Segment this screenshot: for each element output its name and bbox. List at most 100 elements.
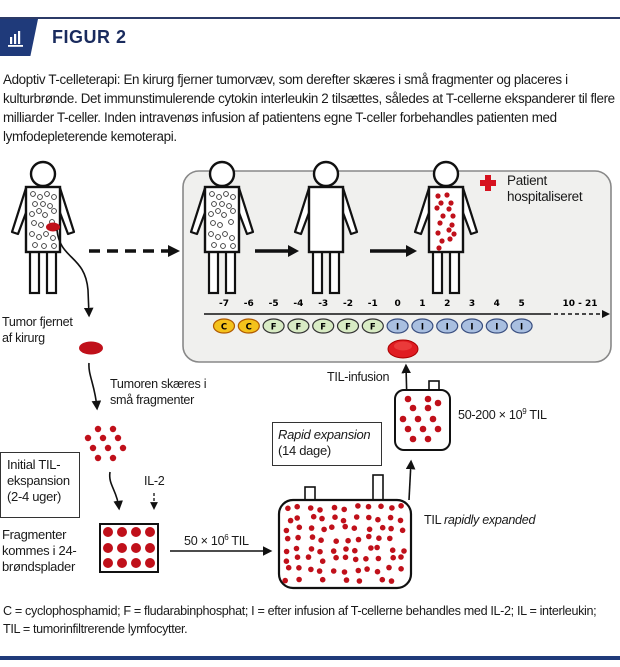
final-count-base: 50-200 × 10	[458, 408, 523, 423]
til-cell	[366, 526, 373, 533]
tumor-cut-line1: Tumoren skæres i	[110, 377, 207, 391]
til-cell	[285, 564, 292, 571]
til-cell	[398, 554, 404, 560]
dose-code: I	[495, 323, 498, 333]
til-cell	[294, 503, 301, 510]
final-count-unit: TIL	[526, 408, 547, 423]
day-label: -2	[343, 299, 353, 309]
dose-pill-f: F	[336, 318, 360, 334]
patient-infused	[413, 160, 479, 295]
day-label: -6	[244, 299, 254, 309]
dose-pill-f: F	[361, 318, 384, 334]
til-cell	[366, 514, 372, 521]
til-cell	[283, 527, 290, 534]
rapidly-expanded-prefix: TIL	[424, 513, 445, 527]
til-cell	[333, 538, 340, 544]
til-cell	[296, 524, 303, 531]
day-label: -7	[219, 299, 229, 309]
dose-pill-i: I	[386, 318, 409, 334]
removed-tumor	[79, 341, 103, 355]
til-cell	[340, 517, 347, 524]
til-cell	[399, 527, 406, 534]
figure-footnote: C = cyclophosphamid; F = fludarabinphosp…	[3, 604, 597, 636]
hospitalized-line2: hospitaliseret	[507, 189, 583, 204]
til-cell	[329, 524, 335, 530]
dose-code: F	[271, 323, 277, 333]
til-cell	[374, 568, 381, 575]
final-count-label: 50-200 × 109 TIL	[458, 404, 547, 423]
rapid-expansion-bag	[277, 498, 413, 590]
til-cell	[308, 546, 315, 552]
til-cell	[332, 514, 338, 520]
til-cell	[351, 525, 358, 531]
til-cell	[308, 525, 315, 531]
til-cell	[316, 568, 323, 574]
til-cell	[364, 566, 370, 572]
dose-code: I	[396, 323, 399, 333]
transfer-count-unit: TIL	[228, 534, 249, 549]
til-cell	[389, 547, 396, 553]
til-cell	[343, 546, 349, 552]
tumor-removed-line2: af kirurg	[2, 331, 45, 345]
dose-code: F	[295, 323, 301, 333]
til-cell	[321, 526, 327, 533]
cut-arrow	[88, 362, 102, 411]
rapidly-expanded-label: TIL rapidly expanded	[424, 512, 535, 528]
til-cell	[375, 555, 382, 562]
transfer-count-base: 50 × 10	[184, 534, 225, 549]
hospitalized-line1: Patient	[507, 173, 547, 188]
til-cell	[307, 505, 314, 511]
til-cell	[283, 558, 290, 564]
til-cell	[378, 503, 384, 510]
dose-code: I	[470, 323, 473, 333]
til-cell	[295, 534, 301, 541]
til-cell	[356, 578, 363, 584]
til-cell	[294, 554, 301, 560]
tumor-removed-label: Tumor fjernet af kirurg	[2, 314, 73, 346]
initial-expansion-line2: ekspansion	[7, 473, 70, 488]
figure-caption: Adoptiv T-celleterapi: En kirurg fjerner…	[3, 72, 615, 144]
dose-code: F	[320, 323, 326, 333]
red-cross-icon	[480, 175, 496, 191]
dose-code: C	[246, 323, 252, 333]
til-cell	[319, 515, 325, 522]
til-cell	[310, 513, 317, 520]
day-label: 1	[419, 299, 425, 309]
rapidly-expanded-italic: rapidly expanded	[444, 513, 536, 527]
tumor-cut-line2: små fragmenter	[110, 393, 194, 407]
til-cell	[284, 535, 291, 542]
til-cell	[305, 554, 312, 560]
til-cell	[287, 517, 294, 524]
transfer-count-exp: 6	[224, 533, 229, 542]
til-cell	[398, 503, 404, 509]
til-cell	[342, 554, 349, 561]
til-cell	[296, 576, 302, 583]
til-cell	[296, 565, 302, 571]
initial-expansion-box: Initial TIL- ekspansion (2-4 uger)	[0, 452, 80, 518]
bar-chart-icon	[8, 31, 23, 47]
day-label: 2	[444, 299, 450, 309]
til-cell	[387, 535, 393, 542]
til-cell	[317, 548, 323, 555]
tumor-fragments	[84, 425, 127, 462]
til-cell	[388, 578, 395, 584]
til-cell	[398, 566, 404, 572]
til-cell	[342, 523, 349, 530]
til-cell	[283, 548, 290, 555]
til-cell	[387, 514, 394, 521]
transfer-count-label: 50 × 106 TIL	[184, 530, 249, 549]
til-cell	[331, 504, 338, 511]
til-cell	[294, 515, 301, 521]
day-label: 0	[394, 299, 400, 309]
dose-code: I	[520, 323, 523, 333]
til-cell	[352, 547, 358, 554]
initial-expansion-line3: (2-4 uger)	[7, 489, 62, 504]
til-cell	[352, 556, 359, 563]
initial-expansion-line1: Initial TIL-	[7, 457, 61, 472]
fragments-line1: Fragmenter	[2, 527, 67, 542]
rapid-expansion-duration: (14 dage)	[278, 443, 331, 458]
fragments-line2: kommes i 24-	[2, 543, 77, 558]
